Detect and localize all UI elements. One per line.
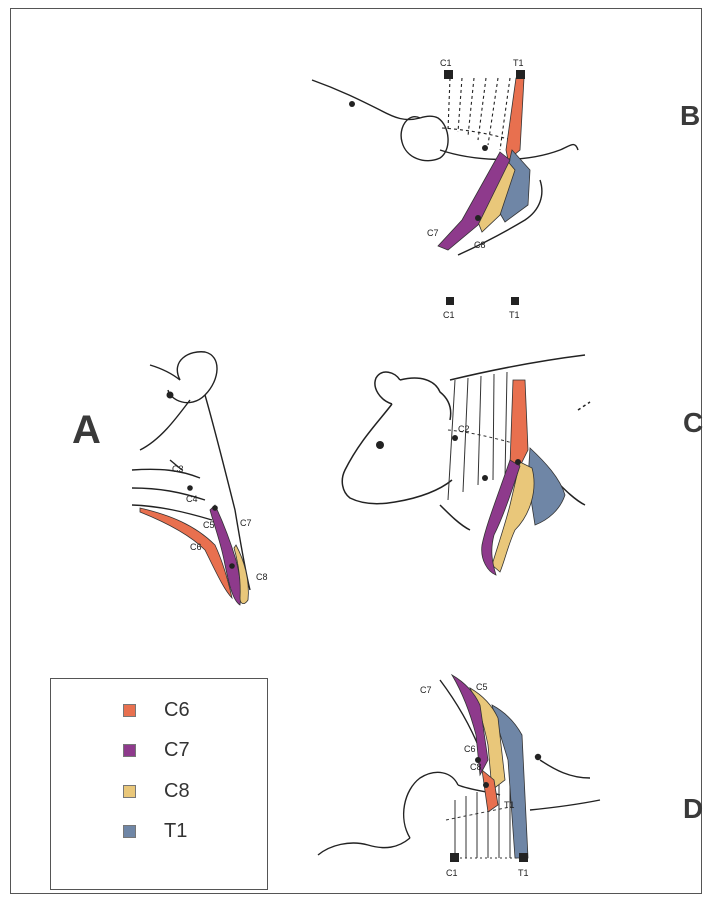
band-c6-c (510, 380, 528, 470)
label-c3-a: C3 (172, 464, 184, 474)
legend-item-t1: T1 (123, 818, 187, 844)
label-c8-b: C8 (474, 240, 486, 250)
label-c7-d: C7 (420, 685, 432, 695)
legend-label-c8: C8 (164, 780, 190, 803)
marker-c1-mid: C1 (443, 310, 455, 320)
label-c8-d: C8 (470, 762, 482, 772)
legend-item-c6: C6 (123, 697, 190, 723)
panel-label-c: C (683, 407, 703, 439)
legend-swatch-t1 (123, 825, 136, 838)
marker-c1-square (446, 297, 454, 305)
marker-t1-mid: T1 (509, 310, 520, 320)
label-t1-d: T1 (504, 800, 515, 810)
label-c7-b: C7 (427, 228, 439, 238)
legend-item-c8: C8 (123, 778, 190, 804)
panel-label-d: D (683, 793, 703, 825)
label-c6-a: C6 (190, 542, 202, 552)
legend-label-t1: T1 (164, 820, 187, 843)
legend-swatch-c8 (123, 785, 136, 798)
legend-swatch-c6 (123, 704, 136, 717)
panel-d-drawing (318, 680, 600, 855)
label-c7-a: C7 (240, 518, 252, 528)
legend-item-c7: C7 (123, 737, 190, 763)
label-c5-d: C5 (476, 682, 488, 692)
marker-t1-square (511, 297, 519, 305)
panel-c-dots (376, 435, 521, 481)
label-c4-a: C4 (186, 494, 198, 504)
label-c5-a: C5 (203, 520, 215, 530)
label-c6-d: C6 (464, 744, 476, 754)
label-c8-a: C8 (256, 572, 268, 582)
marker-t1-d: T1 (518, 868, 529, 878)
label-c2-c: C2 (458, 424, 470, 434)
legend-label-c7: C7 (164, 739, 190, 762)
legend-box: C6 C7 C8 T1 (50, 678, 268, 890)
marker-t1-b: T1 (513, 58, 524, 68)
panel-label-b: B (680, 100, 700, 132)
panel-label-a: A (72, 408, 101, 453)
legend-label-c6: C6 (164, 699, 190, 722)
legend-swatch-c7 (123, 744, 136, 757)
marker-c1-d: C1 (446, 868, 458, 878)
marker-c1-b: C1 (440, 58, 452, 68)
